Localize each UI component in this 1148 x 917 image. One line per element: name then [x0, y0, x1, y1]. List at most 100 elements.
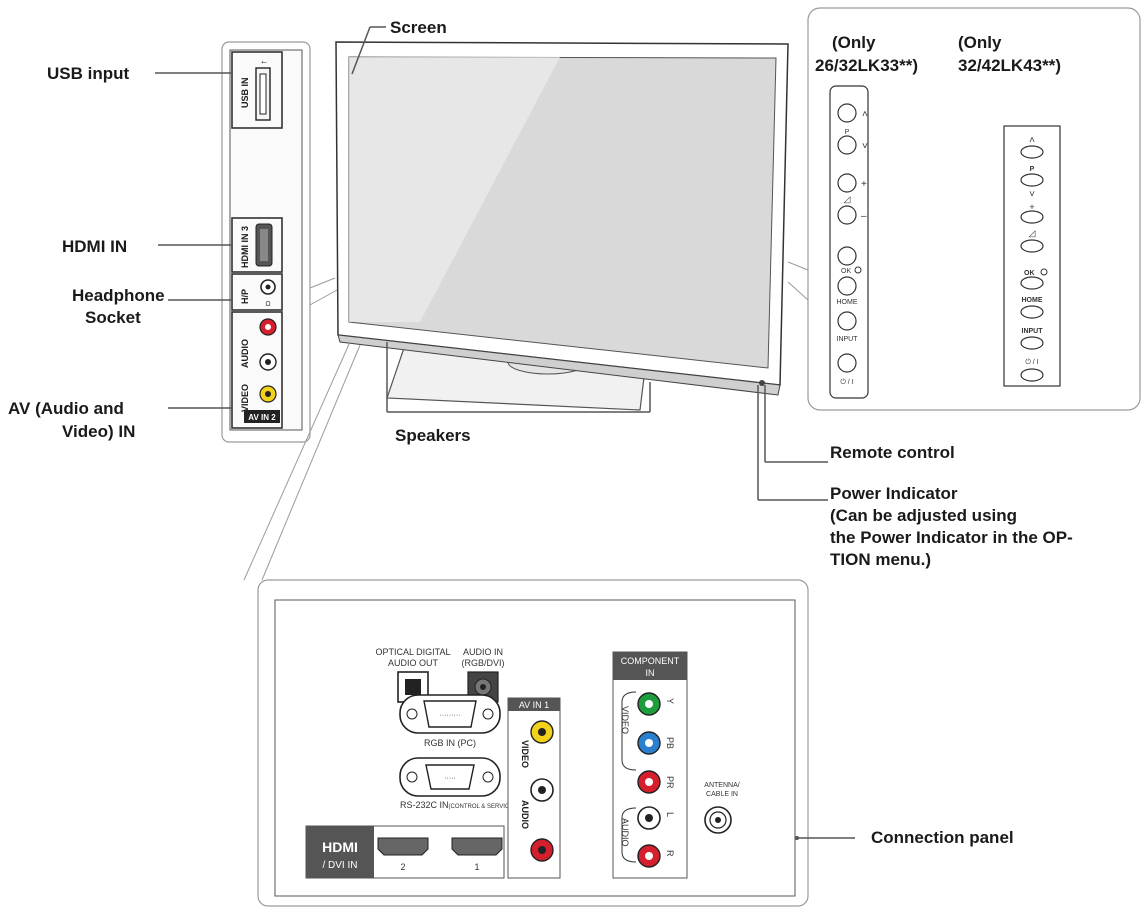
right-vol-down-button[interactable] — [1020, 239, 1044, 253]
ch-down-icon: ˅ — [862, 141, 868, 152]
right-ch-down-icon: ˅ — [1029, 189, 1035, 200]
hdmi-in-label: HDMI IN — [62, 237, 127, 256]
right-power-label: ⏻ / I — [1025, 358, 1038, 366]
component-audio-label: AUDIO — [620, 818, 630, 847]
antenna-label-1: ANTENNA/ — [704, 782, 739, 789]
button-panel: (Only 26/32LK33**) (Only 32/42LK43**) ˄ … — [787, 7, 1141, 411]
hdmi-port-2 — [377, 837, 429, 856]
component-l-label: L — [665, 812, 675, 817]
left-volume-icon: ◿ — [844, 194, 851, 204]
right-ok-label: OK — [1024, 270, 1035, 277]
hdmi-logo: HDMI — [322, 839, 358, 855]
component-heading-2: IN — [646, 668, 655, 678]
right-vol-up-icon: + — [1029, 202, 1034, 212]
audio-in-label-1: AUDIO IN — [463, 647, 503, 657]
left-home-button[interactable] — [837, 276, 857, 296]
component-r-label: R — [665, 850, 675, 857]
speakers-bracket — [386, 342, 651, 413]
left-ch-down-button[interactable] — [837, 135, 857, 155]
left-ok-button[interactable] — [837, 246, 857, 266]
side-panel: USB IN ⭠ HDMI IN 3 H/P Ω VIDEO AUDIO AV … — [221, 41, 338, 443]
left-power-label: ⏻ / I — [840, 378, 853, 386]
av2-video-label: VIDEO — [240, 384, 250, 412]
av1-video-label: VIDEO — [520, 740, 530, 768]
optical-label-1: OPTICAL DIGITAL — [375, 647, 450, 657]
right-ok-button[interactable] — [1020, 276, 1044, 290]
antenna-label-2: CABLE IN — [706, 791, 738, 798]
left-input-button[interactable] — [837, 311, 857, 331]
av1-audio-label: AUDIO — [520, 800, 530, 829]
right-vol-up-button[interactable] — [1020, 210, 1044, 224]
headphone-icon: Ω — [265, 301, 270, 308]
usb-port-block — [231, 51, 283, 129]
vol-up-icon: + — [861, 179, 867, 190]
vol-down-icon: – — [861, 211, 867, 222]
hdmi3-port-label: HDMI IN 3 — [240, 226, 250, 268]
optical-label-2: AUDIO OUT — [388, 658, 439, 668]
left-vol-down-button[interactable] — [837, 205, 857, 225]
rs232-main-label: RS-232C IN — [400, 800, 449, 810]
right-p-label: P — [1030, 166, 1035, 173]
screen-label: Screen — [390, 18, 447, 37]
connection-panel-label: Connection panel — [871, 828, 1014, 847]
right-input-button[interactable] — [1020, 336, 1044, 350]
av-in-label-2: Video) IN — [62, 422, 135, 441]
tv-speaker-strip — [337, 334, 781, 396]
left-model-heading-1: (Only — [832, 33, 876, 52]
connection-panel: OPTICAL DIGITAL AUDIO OUT AUDIO IN (RGB/… — [243, 341, 809, 907]
left-model-heading-2: 26/32LK33**) — [815, 56, 918, 75]
av2-badge-label: AV IN 2 — [248, 413, 276, 422]
left-home-label: HOME — [837, 299, 858, 306]
headphone-label-2: Socket — [85, 308, 141, 327]
right-home-button[interactable] — [1020, 305, 1044, 319]
left-ok-label: OK — [841, 268, 851, 275]
hdmi-badge — [306, 826, 374, 878]
usb-icon: ⭠ — [261, 59, 267, 66]
dvi-in-label: / DVI IN — [322, 860, 357, 871]
power-indicator-label-1: Power Indicator — [830, 484, 958, 503]
power-indicator-label-3: the Power Indicator in the OP- — [830, 528, 1073, 547]
svg-text:·········: ········· — [440, 712, 461, 719]
svg-text:·····: ····· — [444, 775, 456, 782]
speakers-label: Speakers — [395, 426, 471, 445]
right-volume-icon: ◿ — [1029, 228, 1036, 238]
av-in-label-1: AV (Audio and — [8, 399, 124, 418]
right-ch-up-icon: ˄ — [1029, 135, 1035, 146]
screen-reflection — [349, 57, 560, 322]
av1-heading: AV IN 1 — [519, 700, 549, 710]
component-heading-1: COMPONENT — [621, 656, 680, 666]
usb-port-label: USB IN — [240, 77, 250, 108]
audio-in-label-2: (RGB/DVI) — [461, 658, 504, 668]
headphone-block — [231, 273, 283, 311]
hdmi-port-1-label: 1 — [474, 862, 479, 872]
left-vol-up-button[interactable] — [837, 173, 857, 193]
hdmi-port-2-label: 2 — [400, 862, 405, 872]
rs232-label: RS-232C IN(CONTROL & SERVICE) — [400, 800, 515, 810]
headphone-label-1: Headphone — [72, 286, 165, 305]
left-p-label: P — [845, 129, 850, 136]
rgb-in-label: RGB IN (PC) — [424, 738, 476, 748]
power-indicator-label-4: TION menu.) — [830, 550, 931, 569]
ch-up-icon: ˄ — [862, 109, 868, 120]
right-home-label: HOME — [1022, 297, 1043, 304]
usb-input-label: USB input — [47, 64, 129, 83]
av2-block — [231, 311, 283, 429]
av2-audio-label: AUDIO — [240, 339, 250, 368]
av2-badge — [244, 410, 280, 423]
left-power-button[interactable] — [837, 353, 857, 373]
component-video-label: VIDEO — [620, 706, 630, 734]
right-power-button[interactable] — [1020, 368, 1044, 382]
left-input-label: INPUT — [837, 336, 859, 343]
right-input-label: INPUT — [1022, 328, 1044, 335]
power-indicator-label-2: (Can be adjusted using — [830, 506, 1017, 525]
rs232-sub-label: (CONTROL & SERVICE) — [449, 804, 516, 810]
headphone-port-label: H/P — [240, 289, 250, 304]
right-model-heading-2: 32/42LK43**) — [958, 56, 1061, 75]
left-ch-up-button[interactable] — [837, 103, 857, 123]
power-indicator-led — [759, 380, 765, 386]
tv-set — [335, 41, 789, 411]
right-ch-down-button[interactable] — [1020, 173, 1044, 187]
right-ch-up-button[interactable] — [1020, 145, 1044, 159]
